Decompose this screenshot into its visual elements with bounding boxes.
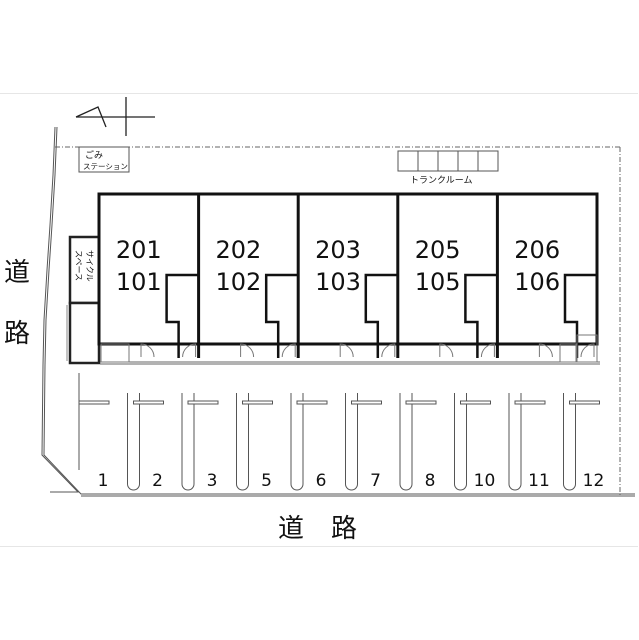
entry-wall (264, 273, 299, 358)
unit-number-lower: 105 (415, 268, 461, 296)
unit-number-upper: 202 (215, 236, 261, 264)
road-label-left-1: 道 (4, 258, 30, 288)
parking-space-number: 11 (528, 471, 550, 491)
car-stop (514, 400, 546, 405)
road-label-bottom-2: 路 (331, 514, 357, 544)
parking-divider (563, 393, 576, 491)
entry-wall (464, 273, 498, 358)
parking-divider (508, 393, 522, 491)
parking-space-number: 12 (583, 471, 605, 491)
parking-space-number: 5 (261, 471, 272, 491)
door-icon (538, 343, 553, 358)
unit-number-lower: 102 (215, 268, 261, 296)
trunk-room-cell (417, 150, 439, 172)
north-arrow-icon (75, 97, 155, 136)
plan-frame (0, 93, 638, 547)
property-boundary (55, 146, 621, 495)
parking-divider (399, 393, 413, 491)
trunk-room-label: トランクルーム (410, 175, 472, 186)
entry-wall (563, 273, 597, 358)
trunk-room (397, 150, 499, 172)
trunk-room-cell (477, 150, 499, 172)
door-icon (182, 343, 197, 358)
trunk-room-cell (437, 150, 459, 172)
parking-space-number: 8 (425, 471, 436, 491)
car-stop (296, 400, 328, 405)
cycle-space-label-1: サイクル (85, 250, 94, 282)
unit-number-upper: 203 (315, 236, 361, 264)
parking-divider (290, 393, 304, 491)
door-icon (480, 343, 495, 358)
parking-divider (181, 393, 195, 491)
parking-space-number: 2 (152, 471, 163, 491)
parking-divider (345, 393, 358, 491)
car-stop (187, 400, 219, 405)
parking-space-number: 1 (98, 471, 109, 491)
car-stop (460, 400, 491, 405)
parking-space-number: 3 (207, 471, 218, 491)
door-icon (439, 343, 454, 358)
building-outline (97, 192, 599, 346)
trunk-room-cell (457, 150, 479, 172)
parking-space-number: 7 (370, 471, 381, 491)
door-icon (281, 343, 296, 358)
road-label-bottom-1: 道 (278, 514, 304, 544)
apartment-building: 201 101 202 102 203 103 205 105 206 106 (97, 192, 599, 358)
car-stop (242, 400, 273, 405)
unit-number-lower: 103 (315, 268, 361, 296)
unit-number-upper: 201 (116, 236, 162, 264)
door-icon (580, 343, 595, 358)
parking-divider (454, 393, 467, 491)
trunk-room-cell (397, 150, 419, 172)
parking-space-number: 6 (316, 471, 327, 491)
cycle-space-label-2: スペース (74, 250, 83, 281)
car-stop (78, 400, 110, 405)
entry-wall (364, 273, 398, 358)
entry-wall (165, 273, 199, 358)
parking-space-number: 10 (474, 471, 496, 491)
road-edge-left (41, 126, 635, 497)
garbage-station-label-1: ごみ (85, 149, 103, 161)
door-icon (339, 343, 354, 358)
garbage-station-label-2: ステーション (83, 162, 128, 171)
garbage-station: ごみ ステーション (78, 146, 130, 173)
parking-divider (236, 393, 249, 491)
car-stop (405, 400, 437, 405)
car-stop (133, 400, 164, 405)
unit-number-lower: 106 (514, 268, 560, 296)
unit-number-upper: 205 (415, 236, 461, 264)
corridor (100, 334, 600, 365)
unit-number-upper: 206 (514, 236, 560, 264)
door-icon (240, 343, 255, 358)
unit-number-lower: 101 (116, 268, 162, 296)
cycle-space: サイクル スペース (66, 235, 101, 365)
door-icon (140, 343, 155, 358)
car-stop (569, 400, 600, 405)
road-label-left-2: 路 (4, 319, 30, 349)
door-icon (381, 343, 396, 358)
parking-divider (127, 393, 140, 491)
car-stop (351, 400, 382, 405)
